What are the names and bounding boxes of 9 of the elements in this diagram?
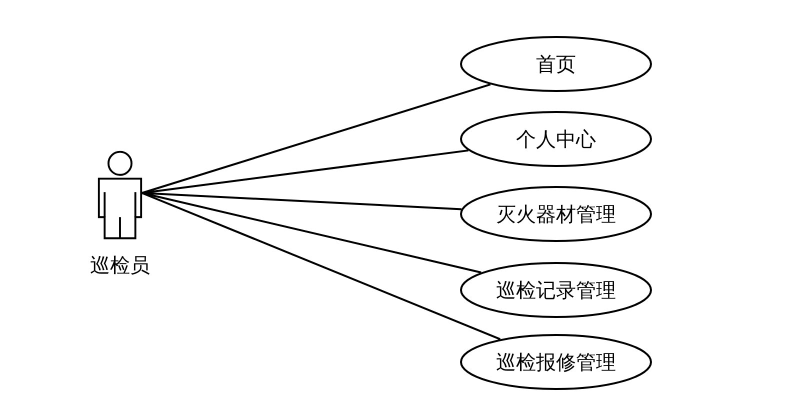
use-case-ellipse: 首页	[460, 36, 652, 92]
use-case-ellipse: 巡检报修管理	[460, 334, 652, 390]
association-line	[142, 192, 501, 340]
use-case-ellipse: 巡检记录管理	[460, 262, 652, 318]
use-case-ellipse: 灭火器材管理	[460, 186, 652, 242]
association-line	[142, 83, 491, 194]
actor-label: 巡检员	[89, 254, 151, 279]
use-case-ellipse: 个人中心	[460, 111, 652, 167]
association-line	[142, 149, 468, 194]
